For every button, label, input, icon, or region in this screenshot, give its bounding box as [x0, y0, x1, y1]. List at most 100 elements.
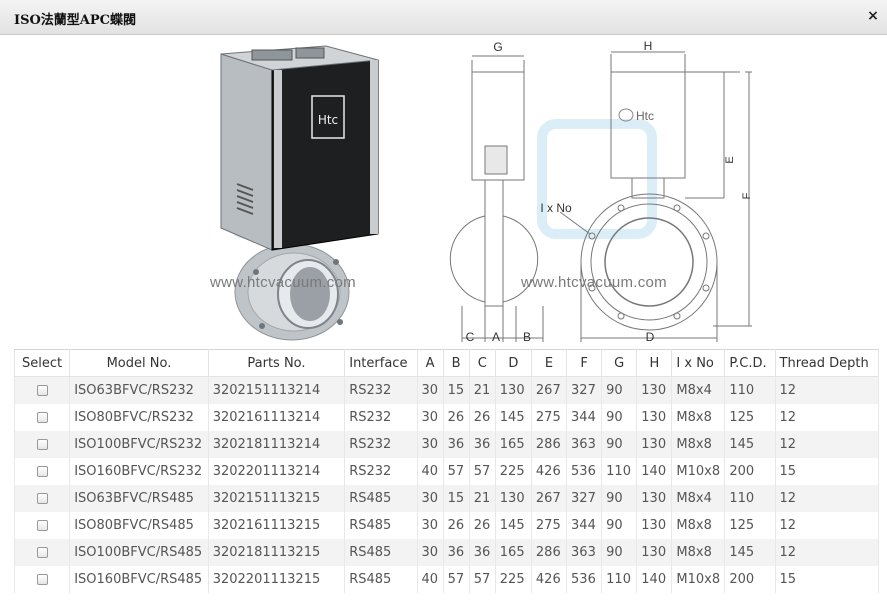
cell-f: 536	[566, 565, 603, 593]
cell-ixno: M10x8	[671, 565, 726, 593]
cell-b: 15	[442, 376, 470, 404]
cell-a: 30	[416, 538, 444, 566]
row-select-checkbox[interactable]	[36, 465, 48, 477]
col-header-interface: Interface	[344, 349, 418, 377]
table-header-row: Select Model No. Parts No. Interface A B…	[13, 349, 880, 377]
cell-thread-depth: 15	[774, 457, 880, 485]
cell-c: 26	[468, 403, 496, 431]
cell-d: 225	[494, 457, 532, 485]
select-cell	[13, 565, 71, 593]
cell-interface: RS232	[344, 457, 418, 485]
row-select-checkbox[interactable]	[36, 519, 48, 531]
cell-model-no: ISO100BFVC/RS232	[69, 430, 209, 458]
valve-photo: Htc	[220, 45, 379, 341]
cell-thread-depth: 12	[774, 376, 880, 404]
cell-parts-no: 3202201113215	[207, 565, 346, 593]
cell-b: 36	[442, 538, 470, 566]
cell-model-no: ISO160BFVC/RS232	[69, 457, 209, 485]
row-select-checkbox[interactable]	[36, 573, 48, 585]
cell-model-no: ISO63BFVC/RS232	[69, 376, 209, 404]
cell-ixno: M8x8	[671, 511, 726, 539]
cell-e: 426	[530, 565, 568, 593]
select-cell	[13, 376, 71, 404]
cell-thread-depth: 12	[774, 484, 880, 512]
cell-c: 57	[468, 457, 496, 485]
row-select-checkbox[interactable]	[36, 438, 48, 450]
col-header-thread-depth: Thread Depth	[774, 349, 880, 377]
row-select-checkbox[interactable]	[36, 492, 48, 504]
row-select-checkbox[interactable]	[36, 546, 48, 558]
close-icon[interactable]: ×	[867, 8, 879, 24]
cell-c: 36	[468, 538, 496, 566]
cell-pcd: 125	[724, 511, 776, 539]
dialog-title: ISO法蘭型APC蝶閥	[14, 13, 137, 28]
side-view-drawing	[449, 55, 544, 342]
cell-d: 225	[494, 565, 532, 593]
row-select-checkbox[interactable]	[36, 411, 48, 423]
col-header-a: A	[416, 349, 444, 377]
cell-thread-depth: 12	[774, 511, 880, 539]
cell-parts-no: 3202181113214	[207, 430, 346, 458]
cell-interface: RS485	[344, 511, 418, 539]
cell-f: 327	[566, 484, 603, 512]
cell-e: 275	[530, 511, 568, 539]
cell-model-no: ISO80BFVC/RS485	[69, 511, 209, 539]
cell-h: 130	[636, 484, 673, 512]
cell-ixno: M8x8	[671, 538, 726, 566]
drawing-logo-text: Htc	[636, 109, 654, 123]
product-illustration: Htc G C A B	[220, 39, 753, 344]
cell-thread-depth: 12	[774, 538, 880, 566]
cell-a: 30	[416, 430, 444, 458]
cell-ixno: M8x8	[671, 403, 726, 431]
cell-a: 40	[416, 565, 444, 593]
cell-model-no: ISO160BFVC/RS485	[69, 565, 209, 593]
row-select-checkbox[interactable]	[36, 384, 48, 396]
select-cell	[13, 403, 71, 431]
cell-h: 130	[636, 430, 673, 458]
cell-pcd: 200	[724, 457, 776, 485]
col-header-pcd: P.C.D.	[724, 349, 776, 377]
cell-pcd: 125	[724, 403, 776, 431]
cell-b: 26	[442, 403, 470, 431]
cell-interface: RS485	[344, 565, 418, 593]
cell-ixno: M8x4	[671, 484, 726, 512]
cell-interface: RS232	[344, 403, 418, 431]
cell-a: 30	[416, 484, 444, 512]
dim-label-a: A	[492, 330, 500, 344]
select-cell	[13, 430, 71, 458]
cell-model-no: ISO63BFVC/RS485	[69, 484, 209, 512]
front-view-drawing	[559, 51, 752, 342]
cell-e: 286	[530, 538, 568, 566]
cell-interface: RS232	[344, 430, 418, 458]
dim-label-f: F	[741, 192, 753, 199]
cell-c: 21	[468, 376, 496, 404]
cell-pcd: 145	[724, 430, 776, 458]
cell-f: 363	[566, 430, 603, 458]
cell-g: 90	[601, 430, 638, 458]
cell-g: 90	[601, 511, 638, 539]
col-header-d: D	[494, 349, 532, 377]
cell-e: 267	[530, 376, 568, 404]
watermark-right: www.htcvacuum.com	[521, 274, 667, 291]
cell-ixno: M8x8	[671, 430, 726, 458]
cell-g: 90	[601, 484, 638, 512]
cell-c: 26	[468, 511, 496, 539]
cell-e: 275	[530, 403, 568, 431]
cell-d: 130	[494, 484, 532, 512]
cell-ixno: M10x8	[671, 457, 726, 485]
cell-interface: RS232	[344, 376, 418, 404]
product-figure: Htc G C A B	[0, 36, 887, 346]
cell-pcd: 200	[724, 565, 776, 593]
cell-a: 30	[416, 376, 444, 404]
cell-f: 536	[566, 457, 603, 485]
cell-thread-depth: 12	[774, 403, 880, 431]
